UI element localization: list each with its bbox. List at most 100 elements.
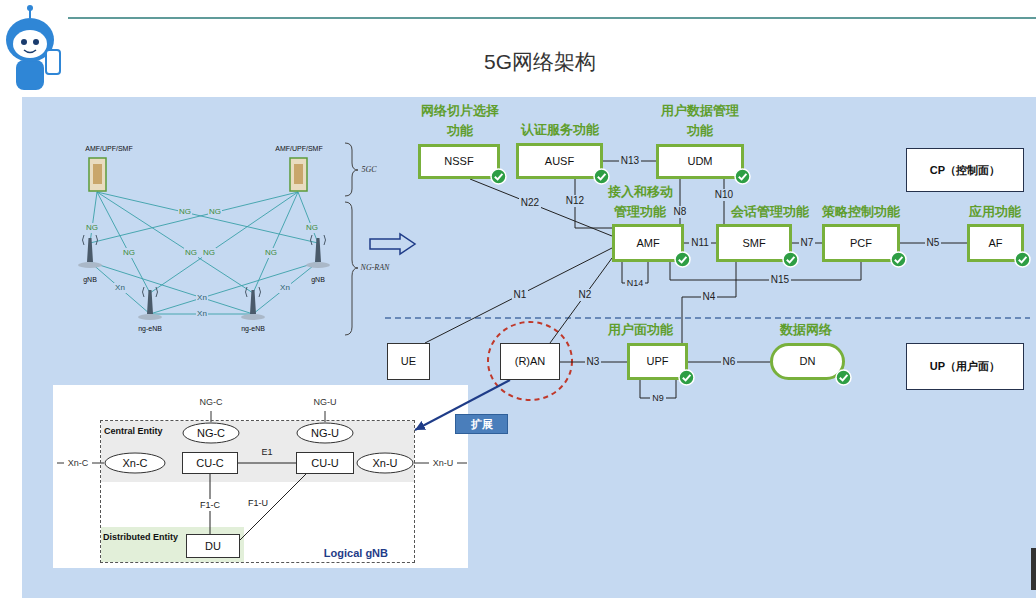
- figure-label: NG-RAN: [360, 263, 391, 273]
- element-box: (R)AN: [500, 343, 560, 380]
- antenna-icon: [78, 235, 330, 320]
- box-label: NG-C: [197, 427, 225, 440]
- box-label: CP（控制面）: [930, 164, 1000, 177]
- box-label: SMF: [742, 237, 765, 250]
- check-tick: [840, 375, 848, 381]
- connector: [550, 258, 612, 343]
- hollow-arrow: [370, 234, 415, 254]
- figure-label: Xn-U: [432, 458, 455, 469]
- interface-label: N4: [701, 291, 718, 303]
- check-tick: [683, 375, 691, 381]
- connector: [425, 248, 612, 343]
- figure-label: 5GC: [360, 165, 377, 175]
- network-function-box: 网络切片选择 功能NSSF: [418, 144, 500, 179]
- function-heading: 应用功能: [969, 203, 1021, 221]
- entity-region: Distributed EntityDU: [100, 527, 244, 562]
- ellipse-shape: [297, 423, 353, 443]
- plane-box: UP（用户面）: [906, 343, 1024, 390]
- figure-label: Xn: [196, 293, 208, 303]
- interface-label: F1-C: [198, 499, 222, 511]
- box-label: AUSF: [545, 155, 574, 168]
- bracket: [345, 143, 358, 335]
- figure-label: NG: [184, 248, 198, 258]
- interface-label: N22: [519, 197, 541, 209]
- figure-label: NG-C: [199, 397, 224, 408]
- box-label: Logical gNB: [324, 547, 388, 559]
- connector: [238, 463, 296, 464]
- figure-label: NG: [208, 207, 222, 217]
- check-badge: [490, 168, 507, 185]
- plane-box: CP（控制面）: [906, 148, 1024, 192]
- box-label: UP（用户面）: [930, 360, 1000, 373]
- diagram-ground: [22, 97, 1036, 598]
- interface-ellipse: NG-U: [296, 422, 354, 444]
- function-heading: 认证服务功能: [521, 121, 599, 139]
- figure-label: Xn: [114, 283, 126, 293]
- interface-label: N10: [713, 189, 735, 201]
- interface-label: E1: [259, 446, 274, 458]
- inset-panel: [53, 385, 468, 568]
- check-badge: [678, 369, 695, 386]
- function-heading: 网络切片选择 功能: [418, 101, 502, 141]
- network-function-box: 用户数据管理 功能UDM: [656, 144, 744, 179]
- connector: [682, 262, 736, 343]
- interface-label: N9: [650, 392, 666, 404]
- interface-ellipse: NG-C: [182, 422, 240, 444]
- figure-label: NG: [305, 223, 319, 233]
- page-title: 5G网络架构: [484, 48, 596, 76]
- box-label: UDM: [687, 155, 712, 168]
- box-label: UE: [401, 355, 416, 368]
- function-heading: 接入和移动 管理功能: [604, 182, 676, 222]
- check-badge: [782, 251, 799, 268]
- network-function-box: 策略控制功能PCF: [822, 224, 900, 262]
- scroll-handle: [1031, 548, 1036, 590]
- figure-label: NG-U: [313, 397, 338, 408]
- server-icon: [89, 158, 307, 191]
- check-badge: [890, 251, 907, 268]
- figure-label: ng-eNB: [137, 324, 163, 333]
- check-tick: [598, 174, 606, 180]
- box-label: NSSF: [444, 155, 473, 168]
- interface-label: F1-U: [246, 497, 270, 509]
- connector: [240, 474, 306, 540]
- element-box: UE: [387, 343, 430, 380]
- box-label: NG-U: [311, 427, 339, 440]
- header-rule: [68, 17, 1036, 19]
- figure-label: NG: [178, 207, 192, 217]
- interface-label: N3: [585, 356, 602, 368]
- function-heading: 用户面功能: [608, 321, 673, 339]
- box-label: CU-U: [311, 457, 339, 470]
- figure-label: gNB: [310, 275, 326, 284]
- figure-label: NG: [202, 248, 216, 258]
- interface-label: N15: [769, 274, 791, 286]
- check-badge: [835, 369, 852, 386]
- figure-label: NG: [85, 223, 99, 233]
- check-circle: [675, 252, 690, 267]
- network-illustration: [90, 192, 318, 314]
- interface-label: N7: [799, 237, 816, 249]
- interface-label: N14: [625, 277, 646, 289]
- connector: [670, 262, 861, 280]
- check-circle: [735, 169, 750, 184]
- figure-label: NG: [264, 248, 278, 258]
- box-label: (R)AN: [515, 355, 546, 368]
- check-circle: [679, 370, 694, 385]
- box-label: DN: [800, 355, 816, 368]
- interface-label: N13: [619, 155, 641, 167]
- box-label: AMF: [636, 237, 659, 250]
- function-heading: 数据网络: [780, 321, 832, 339]
- check-circle: [491, 169, 506, 184]
- box-label: Central Entity: [104, 426, 163, 436]
- interface-ellipse: Xn-U: [356, 452, 414, 474]
- network-function-box: 应用功能AF: [967, 224, 1024, 262]
- interface-label: N5: [925, 237, 942, 249]
- check-circle: [1015, 252, 1030, 267]
- check-tick: [787, 257, 795, 263]
- figure-label: NG: [122, 248, 136, 258]
- check-badge: [593, 168, 610, 185]
- check-badge: [734, 168, 751, 185]
- ellipse-shape: [105, 453, 165, 473]
- box-label: AF: [988, 237, 1002, 250]
- function-heading: 策略控制功能: [822, 203, 900, 221]
- unit-box: DU: [186, 534, 240, 558]
